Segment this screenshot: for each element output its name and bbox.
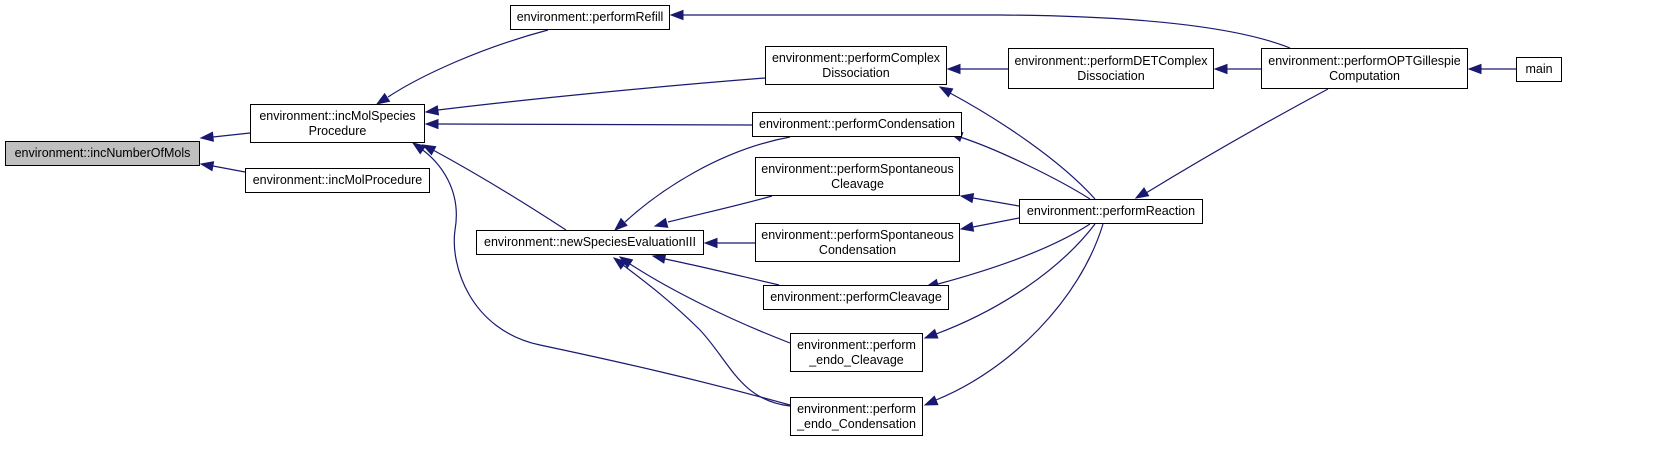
edge-newSpeciesEvaluationIII-to-incMolSpeciesProcedure-arrowhead xyxy=(421,144,437,156)
node-performComplexDissociation[interactable]: environment::performComplex Dissociation xyxy=(765,46,947,85)
node-perform_endo_Condensation-line2: _endo_Condensation xyxy=(797,416,916,431)
edge-performCondensation-to-newSpeciesEvaluationIII-arrowhead xyxy=(613,217,628,231)
edge-newSpeciesEvaluationIII-to-incMolSpeciesProcedure xyxy=(432,149,567,231)
node-newSpeciesEvaluationIII[interactable]: environment::newSpeciesEvaluationIII xyxy=(476,230,704,255)
edge-incMolProcedure-to-incNumberOfMols xyxy=(212,165,246,173)
node-incNumberOfMols-line1: environment::incNumberOfMols xyxy=(14,146,191,160)
edge-incMolProcedure-to-incNumberOfMols-arrowhead xyxy=(199,161,215,172)
edge-main-to-performOPTGillespieComputation-arrowhead xyxy=(1467,63,1482,75)
edge-performReaction-to-perform_endo_Condensation-arrowhead xyxy=(923,395,939,406)
node-performSpontaneousCondensation-line2: Condensation xyxy=(818,242,897,257)
node-performReaction[interactable]: environment::performReaction xyxy=(1019,199,1203,224)
edge-performOPTGillespieComputation-to-performDETComplexDissociation-arrowhead xyxy=(1213,63,1228,75)
edge-perform_endo_Cleavage-to-newSpeciesEvaluationIII xyxy=(629,263,791,344)
edge-performOPTGillespieComputation-to-performReaction xyxy=(1145,88,1329,194)
edge-performReaction-to-performSpontaneousCondensation-arrowhead xyxy=(959,221,975,232)
node-performCleavage[interactable]: environment::performCleavage xyxy=(763,285,949,310)
node-performComplexDissociation-line2: Dissociation xyxy=(822,65,890,80)
edge-performComplexDissociation-to-incMolSpeciesProcedure xyxy=(437,77,766,111)
edge-performComplexDissociation-to-incMolSpeciesProcedure-arrowhead xyxy=(424,105,440,116)
call-edges xyxy=(199,9,1516,407)
node-performDETComplexDissociation-line2: Dissociation xyxy=(1077,68,1145,83)
node-performReaction-line1: environment::performReaction xyxy=(1026,204,1196,218)
node-performSpontaneousCondensation[interactable]: environment::performSpontaneous Condensa… xyxy=(755,223,960,262)
edge-performReaction-to-performComplexDissociation-arrowhead xyxy=(938,86,954,98)
node-performDETComplexDissociation[interactable]: environment::performDETComplex Dissociat… xyxy=(1008,48,1214,89)
node-perform_endo_Condensation-line1: environment::perform xyxy=(797,401,916,416)
edge-performOPTGillespieComputation-to-performRefill xyxy=(682,13,1291,49)
edge-performCleavage-to-newSpeciesEvaluationIII xyxy=(664,258,780,286)
node-performOPTGillespieComputation-line1: environment::performOPTGillespie xyxy=(1268,53,1461,68)
edge-performReaction-to-performCondensation xyxy=(959,136,1091,200)
edge-performCleavage-to-newSpeciesEvaluationIII-arrowhead xyxy=(651,253,667,264)
edge-incMolSpeciesProcedure-to-incNumberOfMols-arrowhead xyxy=(199,131,214,142)
edge-perform_endo_Condensation-to-newSpeciesEvaluationIII-arrowhead xyxy=(612,257,628,270)
node-performOPTGillespieComputation[interactable]: environment::performOPTGillespie Computa… xyxy=(1261,48,1468,89)
node-main-line1: main xyxy=(1525,62,1553,76)
node-newSpeciesEvaluationIII-line1: environment::newSpeciesEvaluationIII xyxy=(484,235,696,249)
node-performSpontaneousCleavage-line2: Cleavage xyxy=(831,176,884,191)
edge-performOPTGillespieComputation-to-performRefill-arrowhead xyxy=(669,9,684,21)
edge-performOPTGillespieComputation-to-performReaction-arrowhead xyxy=(1134,187,1150,199)
node-performSpontaneousCleavage-line1: environment::performSpontaneous xyxy=(761,161,954,176)
node-incMolSpeciesProcedure-line1: environment::incMolSpecies xyxy=(259,108,416,123)
edge-performReaction-to-perform_endo_Condensation xyxy=(935,223,1104,401)
edge-performCondensation-to-incMolSpeciesProcedure xyxy=(437,123,753,126)
node-incMolProcedure-line1: environment::incMolProcedure xyxy=(252,173,423,187)
edge-performReaction-to-performSpontaneousCleavage-arrowhead xyxy=(959,192,975,204)
edge-perform_endo_Condensation-to-incMolSpeciesProcedure xyxy=(419,147,791,406)
edge-performSpontaneousCleavage-to-newSpeciesEvaluationIII xyxy=(667,195,773,223)
edge-performReaction-to-performCleavage xyxy=(937,223,1091,285)
edge-performReaction-to-performSpontaneousCleavage xyxy=(972,197,1020,207)
node-perform_endo_Cleavage[interactable]: environment::perform _endo_Cleavage xyxy=(790,333,923,372)
node-performOPTGillespieComputation-line2: Computation xyxy=(1329,68,1400,83)
node-incNumberOfMols: environment::incNumberOfMols xyxy=(5,141,200,166)
edge-perform_endo_Condensation-to-newSpeciesEvaluationIII xyxy=(622,264,791,407)
edge-incMolSpeciesProcedure-to-incNumberOfMols xyxy=(212,132,251,138)
edge-performDETComplexDissociation-to-performComplexDissociation-arrowhead xyxy=(946,63,961,75)
edge-performCondensation-to-incMolSpeciesProcedure-arrowhead xyxy=(424,118,439,130)
edge-performRefill-to-incMolSpeciesProcedure-arrowhead xyxy=(375,92,391,105)
node-performRefill[interactable]: environment::performRefill xyxy=(510,5,670,30)
node-perform_endo_Condensation[interactable]: environment::perform _endo_Condensation xyxy=(790,397,923,436)
edge-performReaction-to-performSpontaneousCondensation xyxy=(972,217,1020,228)
node-performCondensation-line1: environment::performCondensation xyxy=(759,117,955,131)
node-performRefill-line1: environment::performRefill xyxy=(516,10,664,24)
edge-performSpontaneousCondensation-to-newSpeciesEvaluationIII-arrowhead xyxy=(703,237,718,249)
edge-performReaction-to-performComplexDissociation xyxy=(949,92,1096,200)
edge-performRefill-to-incMolSpeciesProcedure xyxy=(387,29,549,98)
edge-performSpontaneousCleavage-to-newSpeciesEvaluationIII-arrowhead xyxy=(653,217,669,228)
node-performDETComplexDissociation-line1: environment::performDETComplex xyxy=(1014,53,1208,68)
edge-performReaction-to-perform_endo_Cleavage-arrowhead xyxy=(923,328,939,339)
node-incMolSpeciesProcedure[interactable]: environment::incMolSpecies Procedure xyxy=(250,104,425,143)
node-performSpontaneousCondensation-line1: environment::performSpontaneous xyxy=(761,227,954,242)
node-performComplexDissociation-line1: environment::performComplex xyxy=(771,50,941,65)
edge-perform_endo_Condensation-to-incMolSpeciesProcedure-arrowhead xyxy=(411,142,427,155)
node-performSpontaneousCleavage[interactable]: environment::performSpontaneous Cleavage xyxy=(755,157,960,196)
node-performCondensation[interactable]: environment::performCondensation xyxy=(752,112,962,137)
edge-performReaction-to-perform_endo_Cleavage xyxy=(935,223,1096,335)
node-performCleavage-line1: environment::performCleavage xyxy=(770,290,942,304)
node-perform_endo_Cleavage-line1: environment::perform xyxy=(797,337,916,352)
node-incMolProcedure[interactable]: environment::incMolProcedure xyxy=(245,168,430,193)
node-main[interactable]: main xyxy=(1516,57,1562,82)
edge-performCondensation-to-newSpeciesEvaluationIII xyxy=(624,136,791,223)
node-incMolSpeciesProcedure-line2: Procedure xyxy=(308,123,367,138)
node-perform_endo_Cleavage-line2: _endo_Cleavage xyxy=(809,352,904,367)
